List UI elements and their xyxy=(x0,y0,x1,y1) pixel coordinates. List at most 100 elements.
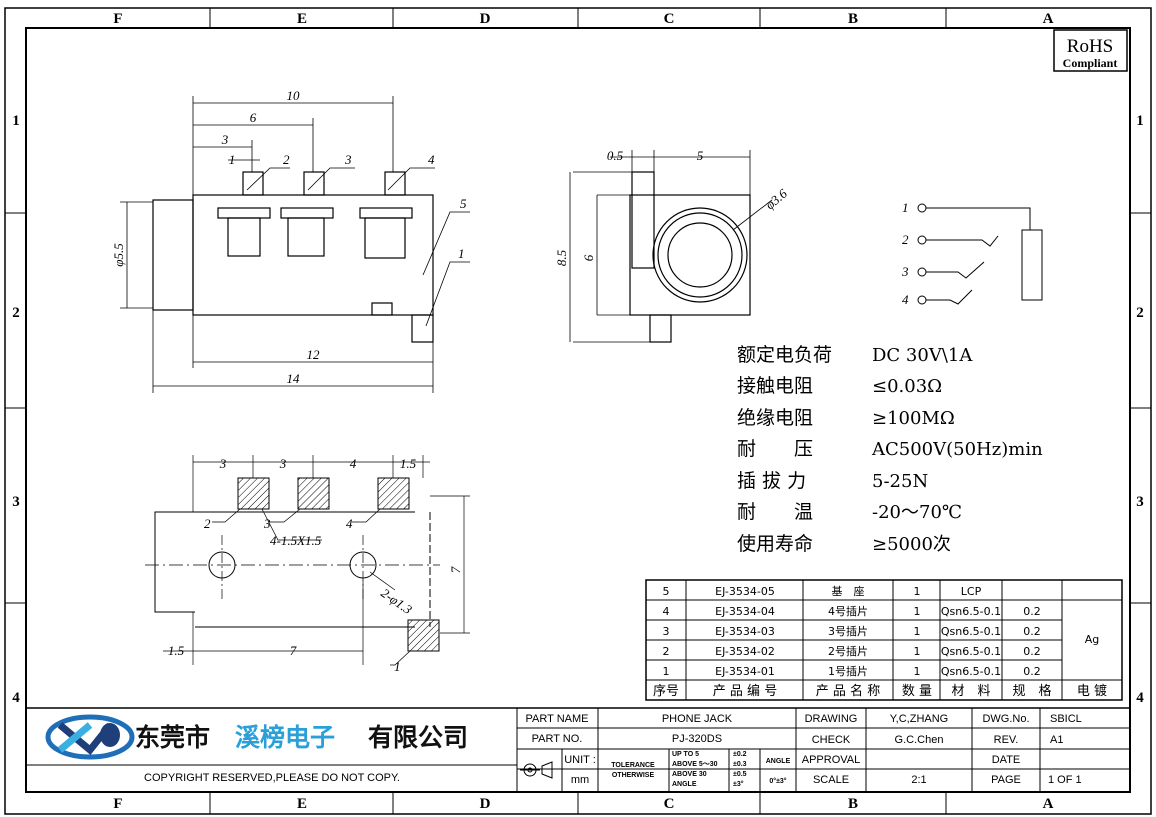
scale-label: SCALE xyxy=(813,774,849,786)
spec-label-6: 使用寿命 xyxy=(737,533,813,555)
bom-cell-r4-c2: 1号插片 xyxy=(828,664,868,678)
bom-cell-r3-c3: 1 xyxy=(914,645,921,658)
drawing-label: DRAWING xyxy=(805,713,858,725)
scale-value: 2:1 xyxy=(911,774,926,786)
bom-header-2: 产 品 名 称 xyxy=(816,683,880,699)
zone-labels-top: F E D C B A xyxy=(113,11,1053,27)
zone-col-b: B xyxy=(848,11,858,27)
bom-cell-r1-c0: 4 xyxy=(663,605,670,618)
dim-6: 6 xyxy=(250,110,257,125)
bom-cell-r3-c0: 2 xyxy=(663,645,670,658)
bom-cell-r1-c4: Qsn6.5-0.1 xyxy=(941,605,1001,618)
zone-col-a: A xyxy=(1043,11,1054,27)
otherwise-label: OTHERWISE xyxy=(612,772,655,779)
approval-label: APPROVAL xyxy=(802,754,861,766)
spec-label-4: 插 拔 力 xyxy=(737,470,806,492)
front-view-labels: 0.5 5 8.5 6 φ3.6 xyxy=(554,148,790,266)
bom-cell-r4-c3: 1 xyxy=(914,665,921,678)
bom-cell-r1-c3: 1 xyxy=(914,605,921,618)
bom-cell-r0-c1: EJ-3534-05 xyxy=(715,585,775,598)
spec-value-3: AC500V(50Hz)min xyxy=(871,439,1043,460)
callout-5: 5 xyxy=(460,196,467,211)
fp-callout-4: 4 xyxy=(346,516,353,531)
spec-value-0: DC 30V\1A xyxy=(872,345,973,366)
bom-cell-r0-c4: LCP xyxy=(961,585,982,598)
bom-cell-r3-c1: EJ-3534-02 xyxy=(715,645,775,658)
compliant-text: Compliant xyxy=(1063,56,1118,70)
dim-1: 1 xyxy=(229,152,236,167)
spec-label-2: 绝缘电阻 xyxy=(737,407,813,429)
zone-row-3-right: 3 xyxy=(1136,494,1144,510)
bom-cell-r2-c5: 0.2 xyxy=(1023,625,1041,638)
zone-col-d: D xyxy=(480,11,491,27)
callout-3: 3 xyxy=(344,152,352,167)
zone-col-a-bottom: A xyxy=(1043,796,1054,812)
fp-note-holes: 2-φ1.3 xyxy=(378,585,415,617)
spec-value-5: -20～70℃ xyxy=(872,502,962,523)
drawing-value: Y,C,ZHANG xyxy=(890,713,948,725)
spec-label-3: 耐 压 xyxy=(737,438,813,460)
dim-85: 8.5 xyxy=(554,249,569,266)
part-name-label: PART NAME xyxy=(526,713,589,725)
bom-header-6: 电 镀 xyxy=(1077,683,1107,699)
company-name-part3: 有限公司 xyxy=(368,723,468,752)
tol-row-0-label: UP TO 5 xyxy=(672,751,699,758)
angle-label: ANGLE xyxy=(766,758,791,765)
dim-12: 12 xyxy=(307,347,321,362)
fp-note-pads: 4-1.5X1.5 xyxy=(270,533,322,548)
title-block xyxy=(26,707,1130,792)
fp-callout-3: 3 xyxy=(263,516,271,531)
tol-row-0-value: ±0.2 xyxy=(733,751,747,758)
rohs-text: RoHS xyxy=(1067,36,1113,57)
pin-3: 3 xyxy=(901,264,909,279)
page-value: 1 OF 1 xyxy=(1048,774,1082,786)
fp-dim-7-vertical: 7 xyxy=(448,566,463,573)
company-name-part2: 溪榜电子 xyxy=(235,723,335,752)
bom-cell-r4-c1: EJ-3534-01 xyxy=(715,665,775,678)
dim-5: 5 xyxy=(697,148,704,163)
dim-10: 10 xyxy=(287,88,301,103)
dim-phi36: φ3.6 xyxy=(762,185,790,212)
fp-dim-3a: 3 xyxy=(219,456,227,471)
date-label: DATE xyxy=(992,754,1021,766)
bom-cell-r1-c2: 4号插片 xyxy=(828,604,868,618)
angle-value: 0°±3° xyxy=(769,777,786,785)
fp-callout-1: 1 xyxy=(394,659,401,674)
fp-dim-4: 4 xyxy=(350,456,357,471)
bom-cell-r1-c1: EJ-3534-04 xyxy=(715,605,775,618)
fp-dim-7-horizontal: 7 xyxy=(290,643,297,658)
spec-value-1: ≤0.03Ω xyxy=(872,376,942,397)
pin-2: 2 xyxy=(902,232,909,247)
zone-dividers xyxy=(5,8,1151,814)
schematic xyxy=(917,203,1043,305)
tol-row-1-label: ABOVE 5～30 xyxy=(672,761,718,768)
fp-dim-15-left: 1.5 xyxy=(168,643,185,658)
fp-dim-3b: 3 xyxy=(279,456,287,471)
bom-cell-r0-c0: 5 xyxy=(663,585,670,598)
spec-value-4: 5-25N xyxy=(872,471,928,492)
spec-value-2: ≥100MΩ xyxy=(872,408,955,429)
bom-table xyxy=(645,579,1123,701)
dim-05: 0.5 xyxy=(607,148,624,163)
bom-cell-r4-c4: Qsn6.5-0.1 xyxy=(941,665,1001,678)
bom-cell-r2-c4: Qsn6.5-0.1 xyxy=(941,625,1001,638)
bom-header-4: 材 料 xyxy=(951,684,990,699)
bom-cell-r2-c6: Ag xyxy=(1085,633,1100,646)
zone-col-e: E xyxy=(297,11,307,27)
tolerance-label: TOLERANCE xyxy=(611,762,655,769)
tol-row-3-label: ANGLE xyxy=(672,781,697,788)
tol-row-2-value: ±0.5 xyxy=(733,771,747,778)
dim-phi55: φ5.5 xyxy=(111,243,126,267)
company-name-part1: 东莞市 xyxy=(135,723,210,752)
dim-14: 14 xyxy=(287,371,301,386)
zone-col-c-bottom: C xyxy=(664,796,675,812)
pin-4: 4 xyxy=(902,292,909,307)
zone-col-d-bottom: D xyxy=(480,796,491,812)
bom-header-3: 数 量 xyxy=(902,684,932,699)
rohs-badge: RoHS Compliant xyxy=(1053,29,1128,72)
bom-header-5: 规 格 xyxy=(1012,683,1051,699)
check-value: G.C.Chen xyxy=(895,734,944,746)
fp-callout-2: 2 xyxy=(204,516,211,531)
spec-label-0: 额定电负荷 xyxy=(737,344,832,366)
